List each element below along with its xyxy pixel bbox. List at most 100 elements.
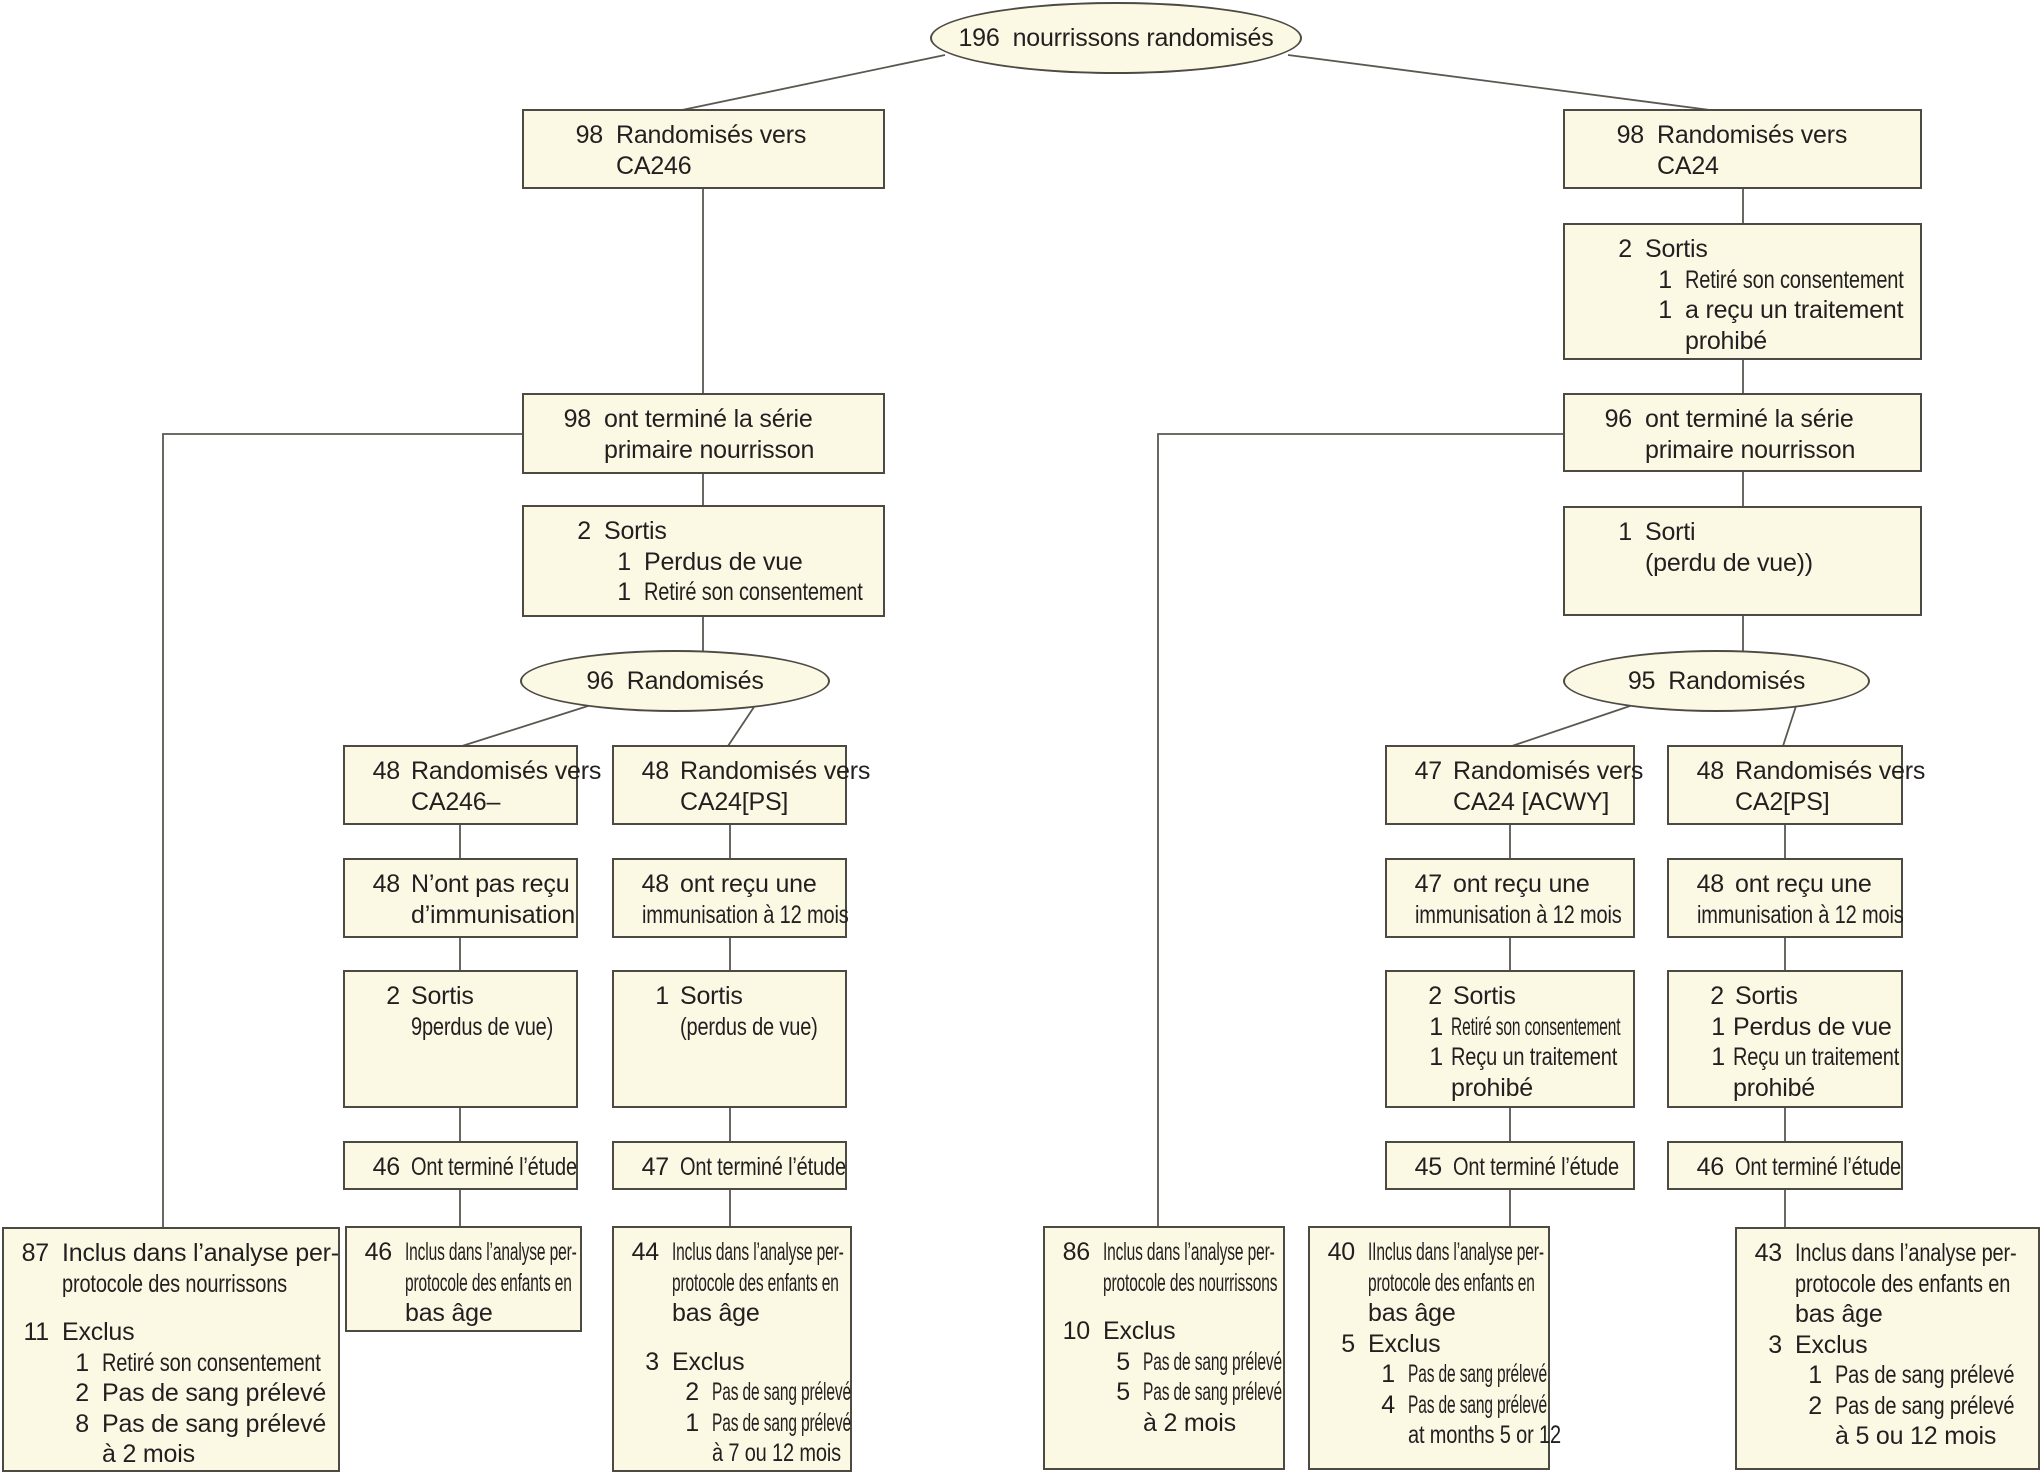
count: 86 bbox=[1062, 1238, 1091, 1266]
label: Ont terminé l’étude bbox=[1735, 1153, 1901, 1181]
count: 46 bbox=[372, 1153, 401, 1181]
label: immunisation à 12 mois bbox=[1697, 900, 1904, 929]
label: protocole des nourrissons bbox=[1103, 1268, 1278, 1297]
label: Retiré son consentement bbox=[1685, 265, 1904, 294]
label: Reçu un traitement bbox=[1451, 1043, 1618, 1071]
label: prohibé bbox=[1685, 326, 1767, 355]
entry: à 2 mois bbox=[16, 1439, 334, 1470]
entry: à 5 ou 12 mois bbox=[1749, 1421, 2034, 1452]
label: Inclus dans l’analyse per- bbox=[1103, 1238, 1275, 1266]
count: 1 bbox=[617, 578, 631, 606]
label: Sortis bbox=[411, 982, 474, 1010]
entry: CA246 bbox=[570, 151, 879, 182]
entry: prohibé bbox=[1599, 326, 1916, 357]
count: 2 bbox=[1428, 982, 1442, 1010]
entry: à 7 ou 12 mois bbox=[626, 1438, 846, 1469]
label: at months 5 or 12 bbox=[1408, 1421, 1561, 1449]
label: Ont terminé l’étude bbox=[680, 1153, 846, 1181]
entry: bas âge bbox=[359, 1298, 576, 1329]
count: 5 bbox=[1116, 1347, 1130, 1376]
entry: 2 Sortis bbox=[369, 981, 572, 1012]
label: CA24 bbox=[1657, 151, 1719, 180]
label: Inclus dans l’analyse per- bbox=[405, 1238, 577, 1266]
count: 48 bbox=[372, 757, 401, 785]
count: 4 bbox=[1381, 1390, 1395, 1419]
label: Randomisés vers bbox=[1453, 757, 1644, 785]
count: 87 bbox=[21, 1239, 50, 1267]
entry: 1 Perdus de vue bbox=[1693, 1012, 1897, 1043]
count: 46 bbox=[364, 1238, 393, 1266]
label: d’immunisation bbox=[411, 900, 575, 929]
entry: 86 Inclus dans l’analyse per- bbox=[1057, 1237, 1279, 1268]
label: Exclus bbox=[1795, 1330, 1868, 1359]
label: à 2 mois bbox=[102, 1440, 195, 1468]
label: Pas de sang prélevé bbox=[712, 1408, 851, 1437]
count: 1 bbox=[1429, 1043, 1443, 1071]
label: Perdus de vue bbox=[1733, 1012, 1892, 1041]
label: CA24 [ACWY] bbox=[1453, 787, 1610, 816]
label: Pas de sang prélevé bbox=[1408, 1390, 1547, 1419]
label: Pas de sang prélevé bbox=[1408, 1360, 1547, 1388]
count: 47 bbox=[1414, 870, 1443, 898]
entry: (perdus de vue) bbox=[638, 1012, 841, 1043]
label: prohibé bbox=[1733, 1073, 1815, 1102]
node-pp-infants-right: 86 Inclus dans l’analyse per- protocole d… bbox=[1043, 1226, 1285, 1470]
label: Randomisés bbox=[626, 666, 764, 695]
count: 43 bbox=[1754, 1239, 1783, 1267]
label: Sortis bbox=[1453, 982, 1516, 1010]
entry: 2 Sortis bbox=[1411, 981, 1629, 1012]
count: 45 bbox=[1414, 1153, 1443, 1181]
count: 5 bbox=[1116, 1378, 1130, 1406]
count: 5 bbox=[1341, 1329, 1355, 1358]
count: 1 bbox=[1711, 1043, 1725, 1071]
count: 1 bbox=[1711, 1012, 1725, 1041]
label: Exclus bbox=[672, 1347, 745, 1376]
label: Retiré son consentement bbox=[644, 578, 863, 606]
count: 3 bbox=[1768, 1330, 1782, 1359]
entry: prohibé bbox=[1411, 1073, 1629, 1104]
count: 10 bbox=[1062, 1317, 1091, 1345]
label: Randomisés vers bbox=[616, 121, 807, 149]
entry: immunisation à 12 mois bbox=[1693, 900, 1904, 931]
count: 2 bbox=[386, 982, 400, 1010]
entry: bas âge bbox=[626, 1298, 846, 1329]
count: 40 bbox=[1327, 1238, 1356, 1266]
count: 1 bbox=[1658, 296, 1672, 324]
count: 48 bbox=[1696, 870, 1725, 898]
